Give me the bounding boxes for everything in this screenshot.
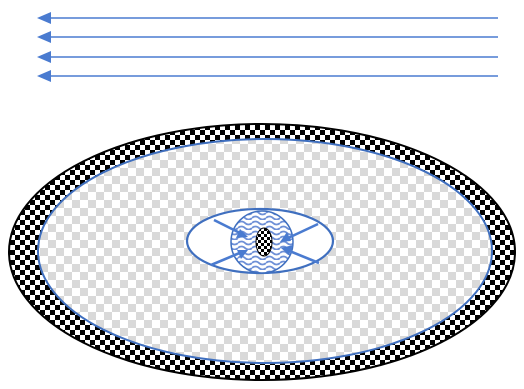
incoming-arrow-4-head: [37, 70, 51, 82]
center-core: [256, 228, 272, 256]
incoming-arrows-group: [37, 12, 498, 82]
incoming-arrow-3-head: [37, 51, 51, 63]
incoming-arrow-2-head: [37, 31, 51, 43]
center-lens-group: [187, 209, 333, 273]
incoming-arrow-1-head: [37, 12, 51, 24]
